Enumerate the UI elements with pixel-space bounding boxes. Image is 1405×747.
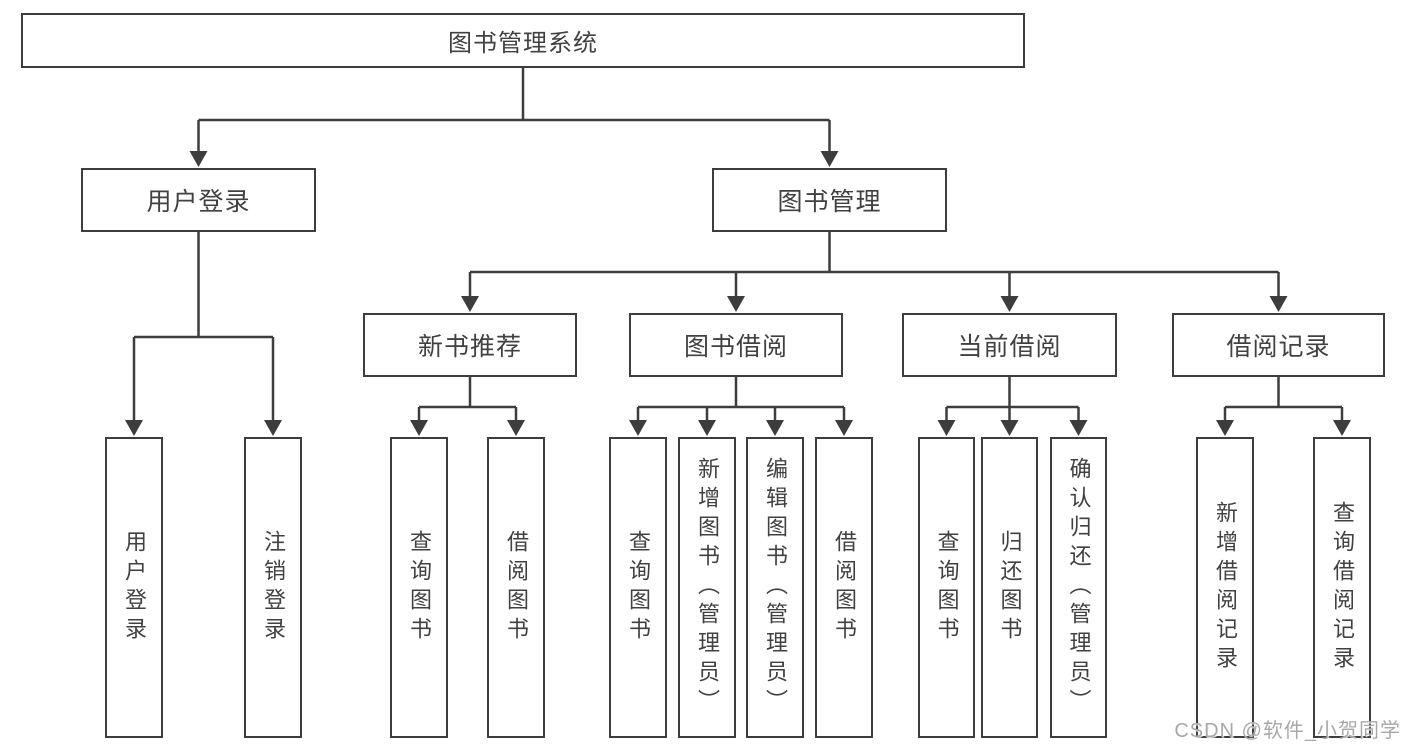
arrowhead-icon — [264, 420, 282, 436]
arrowhead-icon — [1000, 296, 1019, 312]
arrowhead-icon — [629, 420, 647, 436]
arrowhead-icon — [820, 151, 839, 167]
connector-root — [189, 68, 839, 167]
node-new-book-recommendation: 新书推荐 — [363, 313, 577, 377]
arrowhead-icon — [507, 420, 525, 436]
arrowhead-icon — [125, 420, 143, 436]
arrowhead-icon — [1333, 420, 1351, 436]
arrowhead-icon — [937, 420, 956, 436]
node-user-login-label: 用户登录 — [146, 188, 251, 216]
node-book-management-label: 图书管理 — [777, 188, 882, 216]
leaf-recommend-borrow-books: 借阅图书 — [487, 437, 545, 738]
leaf-borrowing-add-book-admin: 新增图书（管理员） — [678, 437, 736, 738]
node-book-management: 图书管理 — [712, 168, 947, 232]
arrowhead-icon — [1216, 420, 1234, 436]
arrowhead-icon — [461, 296, 479, 312]
leaf-logout: 注销登录 — [244, 437, 302, 738]
connector-borrowing-records — [1216, 377, 1351, 436]
leaf-user-login: 用户登录 — [105, 437, 163, 738]
node-borrowing-records: 借阅记录 — [1172, 313, 1385, 377]
leaf-borrowing-query-books: 查询图书 — [609, 437, 667, 738]
arrowhead-icon — [727, 296, 745, 312]
connector-user-login — [125, 232, 282, 436]
leaf-current-confirm-return-admin: 确认归还（管理员） — [1050, 437, 1107, 738]
leaf-borrowing-borrow-books: 借阅图书 — [815, 437, 873, 738]
arrowhead-icon — [698, 420, 716, 436]
leaf-borrowing-edit-book-admin: 编辑图书（管理员） — [746, 437, 804, 738]
leaf-records-add-record: 新增借阅记录 — [1196, 437, 1254, 738]
arrowhead-icon — [766, 420, 784, 436]
arrowhead-icon — [189, 151, 208, 167]
leaf-current-return-books: 归还图书 — [981, 437, 1038, 738]
connector-book-management — [461, 232, 1288, 312]
arrowhead-icon — [1069, 420, 1088, 436]
arrowhead-icon — [1000, 420, 1019, 436]
node-book-borrowing: 图书借阅 — [629, 313, 843, 377]
connector-current-borrowing — [937, 377, 1088, 436]
leaf-records-query-record: 查询借阅记录 — [1313, 437, 1371, 738]
leaf-current-query-books: 查询图书 — [918, 437, 975, 738]
arrowhead-icon — [835, 420, 853, 436]
node-book-borrowing-label: 图书借阅 — [683, 333, 788, 361]
node-current-borrowing-label: 当前借阅 — [957, 333, 1062, 361]
node-root: 图书管理系统 — [21, 13, 1025, 68]
node-root-label: 图书管理系统 — [448, 30, 598, 57]
watermark: CSDN @软件_小贺同学 — [1174, 720, 1401, 742]
leaf-recommend-query-books: 查询图书 — [390, 437, 448, 738]
node-borrowing-records-label: 借阅记录 — [1226, 333, 1331, 361]
node-new-book-recommendation-label: 新书推荐 — [417, 333, 522, 361]
arrowhead-icon — [410, 420, 428, 436]
connector-new-book-recommendation — [410, 377, 525, 436]
arrowhead-icon — [1269, 296, 1288, 312]
connector-book-borrowing — [629, 377, 853, 436]
node-current-borrowing: 当前借阅 — [902, 313, 1117, 377]
node-user-login: 用户登录 — [81, 168, 316, 232]
